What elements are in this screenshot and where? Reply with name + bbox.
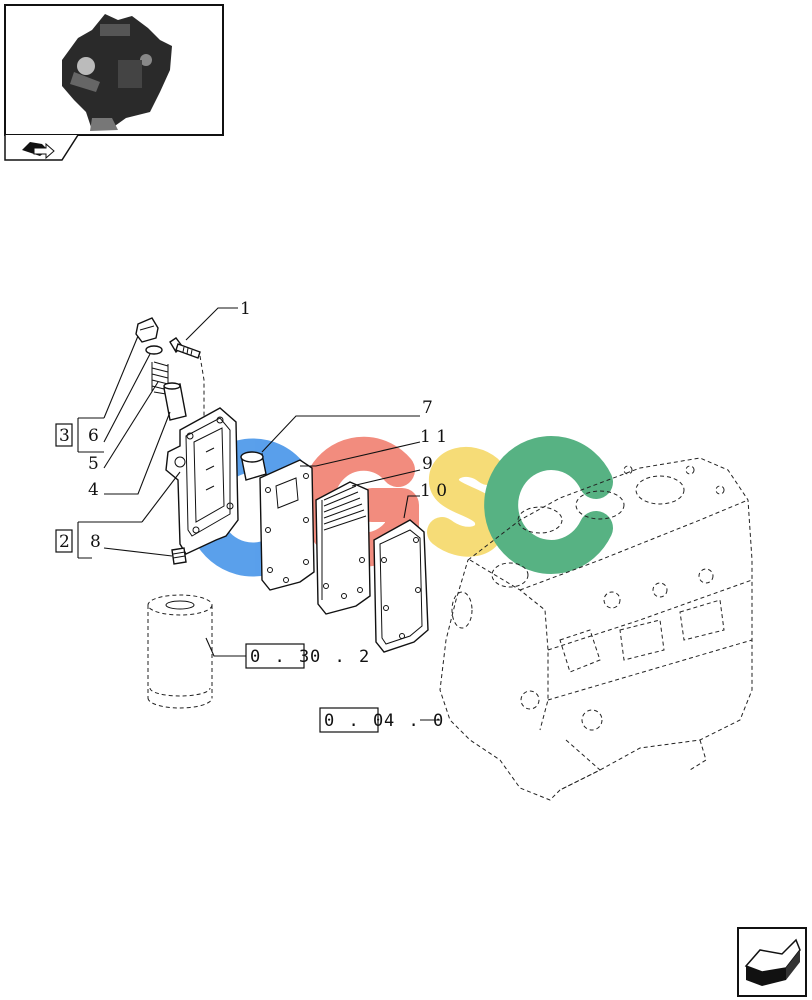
callout-5: 5 (88, 454, 99, 474)
next-page-button[interactable] (737, 927, 807, 997)
watermark-letter-c2 (484, 436, 613, 574)
sleeve-part[interactable] (240, 451, 267, 481)
ref-oil-filter[interactable]: 0 . 3 0 . 2 (245, 643, 371, 669)
callout-7: 7 (422, 398, 433, 418)
valve-piston-part[interactable] (163, 382, 187, 421)
callout-9: 9 (422, 454, 433, 474)
engine-thumbnail[interactable] (4, 4, 224, 136)
engine-block[interactable] (439, 457, 753, 801)
callout-3: 3 (59, 426, 70, 446)
washer-part[interactable] (145, 345, 163, 355)
spring-part[interactable] (151, 361, 169, 395)
callout-labels: 1 3 6 5 4 2 8 7 1 1 9 1 0 (55, 299, 447, 553)
callout-8: 8 (90, 532, 101, 552)
next-page-arrow-icon (744, 938, 801, 986)
callout-6: 6 (88, 426, 99, 446)
gasket-outer-part[interactable] (373, 519, 429, 653)
ref-oil-filter-boxed: 0 . 3 (250, 647, 311, 667)
plug-part[interactable] (135, 317, 159, 343)
nav-tab[interactable] (4, 134, 79, 161)
callout-2: 2 (59, 532, 70, 552)
cooler-housing-part[interactable] (165, 407, 239, 555)
callout-box-2 (55, 529, 73, 553)
ref-oil-filter-rest: 0 . 2 (310, 647, 371, 667)
watermark-letter-s (427, 447, 505, 557)
engine-thumbnail-icon (62, 14, 172, 131)
oil-filter[interactable] (147, 594, 213, 709)
callout-10: 1 0 (420, 481, 447, 501)
cooler-core-part[interactable] (315, 481, 371, 615)
ref-engine-block[interactable]: 0 . 0 4 . 0 (319, 707, 445, 733)
arrow-tab-icon (22, 142, 55, 160)
callout-4: 4 (88, 480, 99, 500)
fitting-part[interactable] (171, 547, 187, 565)
bolt-part[interactable] (169, 337, 201, 359)
ref-engine-block-boxed: 0 . 0 (324, 711, 385, 731)
gasket-inner-part[interactable] (259, 459, 315, 591)
callout-11: 1 1 (420, 427, 447, 447)
callout-box-3 (55, 423, 73, 447)
leader-lines (77, 307, 440, 721)
callout-1: 1 (240, 299, 251, 319)
ref-engine-block-rest: 4 . 0 (384, 711, 445, 731)
